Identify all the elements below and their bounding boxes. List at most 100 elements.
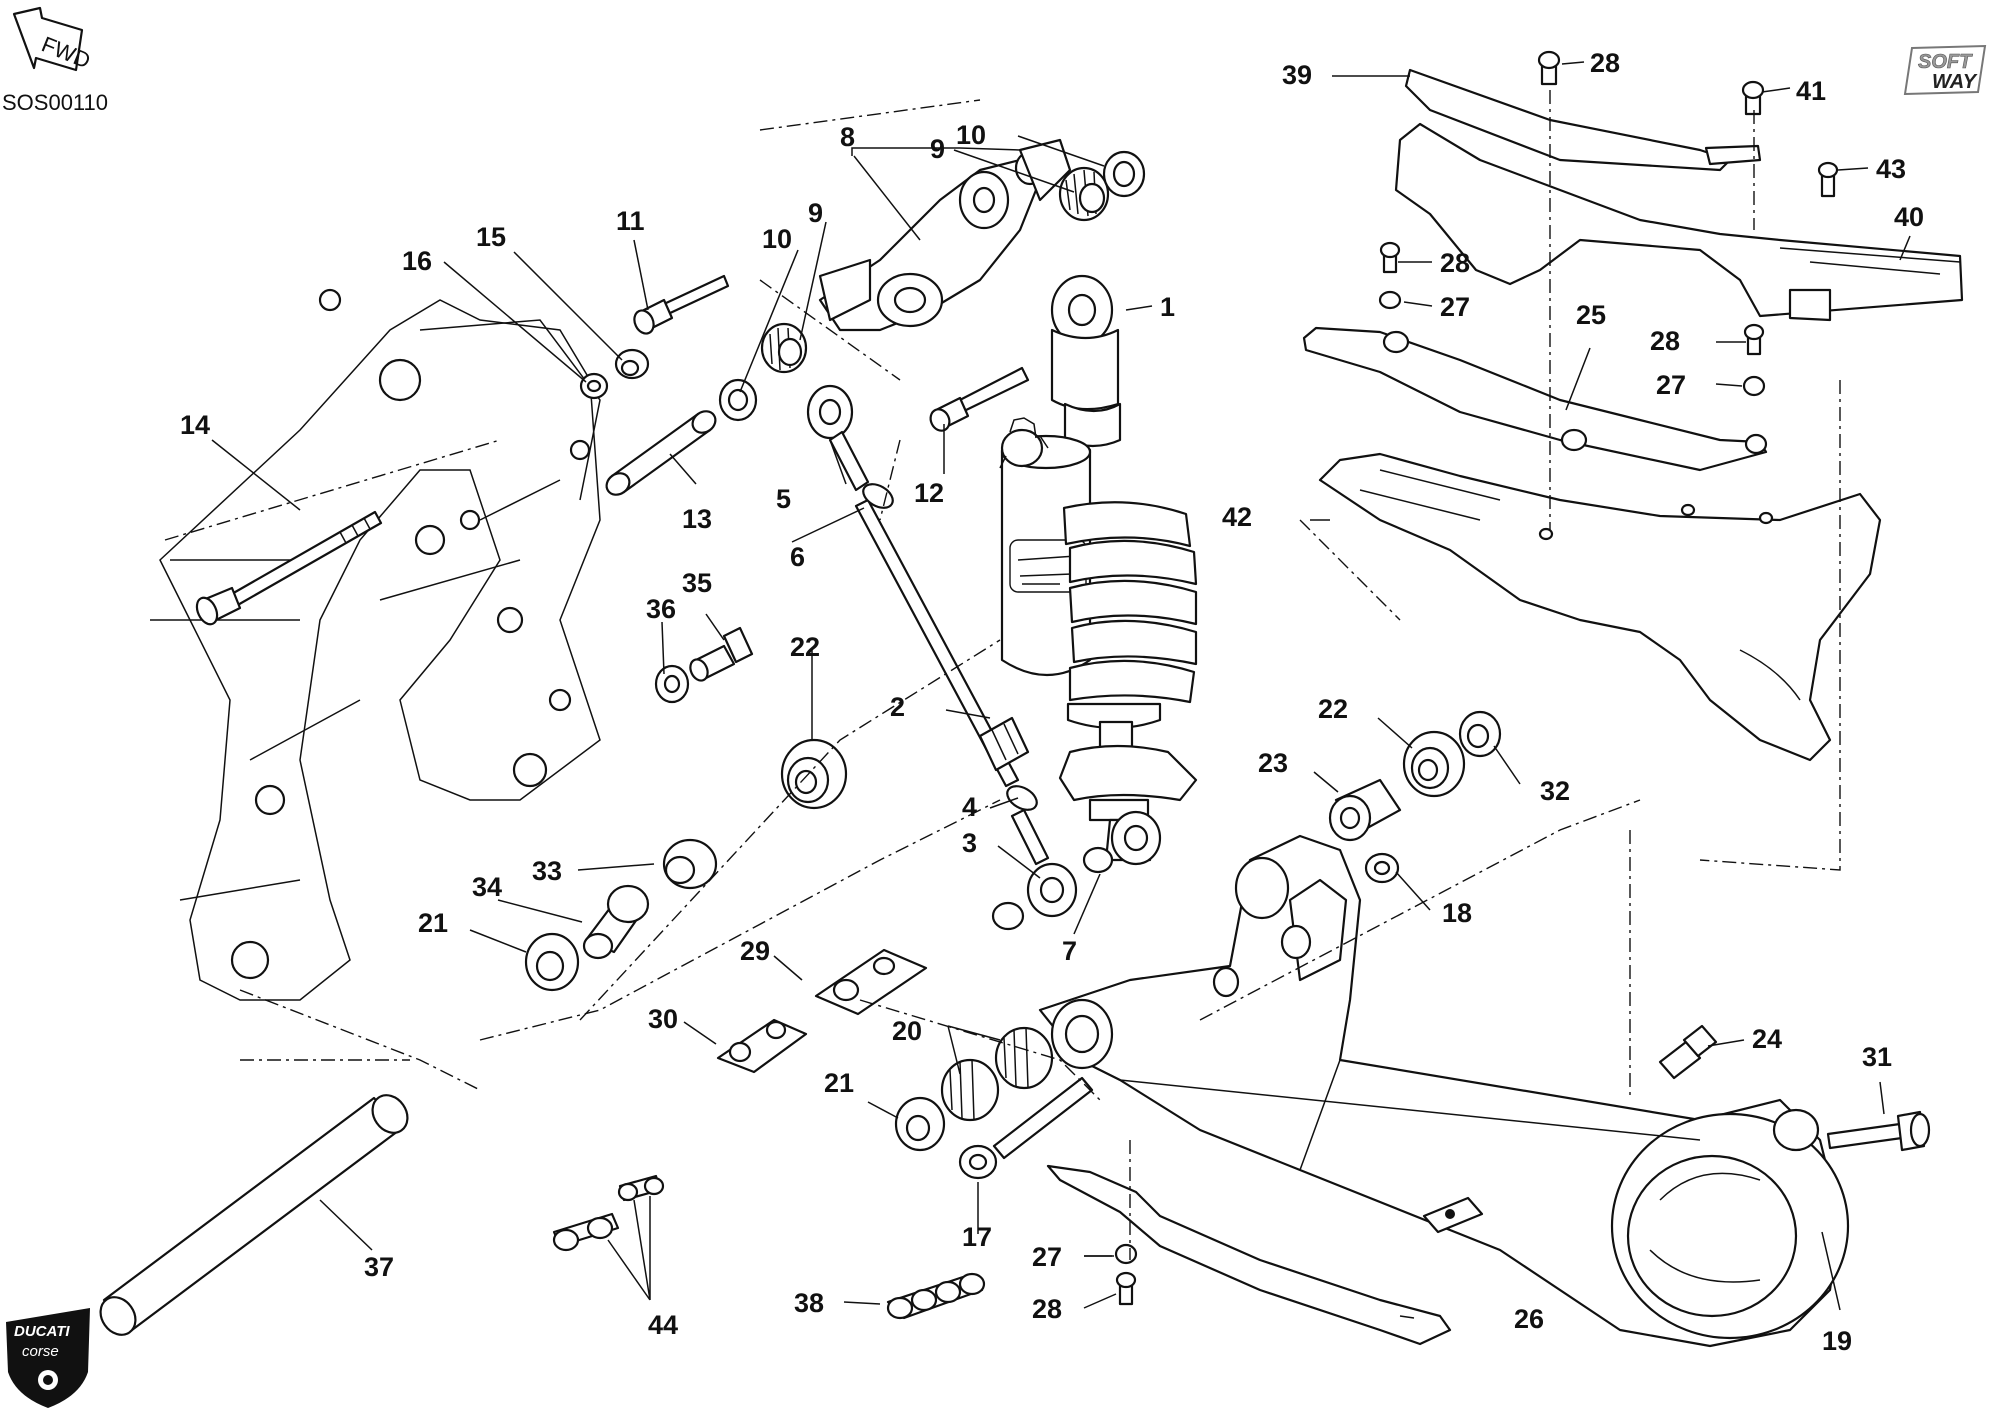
swingarm-19 — [1038, 834, 1850, 1348]
forward-direction-arrow: FWD — [12, 6, 94, 73]
callout-29: 29 — [740, 936, 770, 966]
callout-10-upper: 10 — [956, 120, 986, 150]
chain-slider-26 — [1046, 1164, 1452, 1346]
callout-43: 43 — [1876, 154, 1906, 184]
bolt-31 — [1826, 1110, 1931, 1152]
callout-28-bottom: 28 — [1032, 1294, 1062, 1324]
frame-outline — [150, 288, 601, 1001]
assembly-boundary-lines — [239, 90, 1841, 1260]
washer-16 — [579, 372, 609, 400]
callout-24: 24 — [1752, 1024, 1782, 1054]
callout-36: 36 — [646, 594, 676, 624]
callout-9-upper: 9 — [930, 134, 945, 164]
callout-31: 31 — [1862, 1042, 1892, 1072]
spacer-33 — [662, 838, 718, 890]
callout-27-right: 27 — [1656, 370, 1686, 400]
callout-35: 35 — [682, 568, 712, 598]
callout-5: 5 — [776, 484, 791, 514]
callout-2: 2 — [890, 692, 905, 722]
bearing-22-right — [1402, 730, 1466, 798]
callout-28-right: 28 — [1650, 326, 1680, 356]
seal-21-right — [894, 1096, 946, 1152]
softway-logo-bottom: WAY — [1932, 71, 1978, 93]
callout-21-left: 21 — [418, 908, 448, 938]
softway-logo: SOFT WAY — [1903, 44, 1987, 96]
bush-23 — [1328, 778, 1402, 842]
drawing-code: SOS00110 — [2, 90, 108, 115]
callout-44: 44 — [648, 1310, 678, 1340]
callout-1: 1 — [1160, 292, 1175, 322]
chain-slider-29 — [814, 948, 928, 1016]
callout-22-left: 22 — [790, 632, 820, 662]
callout-19: 19 — [1822, 1326, 1852, 1356]
callout-10-lower: 10 — [762, 224, 792, 254]
pivot-shaft-37 — [99, 1094, 409, 1336]
chain-guard-39 — [1404, 68, 1762, 172]
callout-27-bottom: 27 — [1032, 1242, 1062, 1272]
callout-25: 25 — [1576, 300, 1606, 330]
bolt-41 — [1741, 80, 1765, 116]
chain-link-44 — [552, 1174, 665, 1252]
washer-27-right — [1742, 375, 1766, 397]
callout-17: 17 — [962, 1222, 992, 1252]
bush-15 — [614, 348, 650, 380]
callout-32: 32 — [1540, 776, 1570, 806]
bolt-28-top — [1537, 50, 1561, 86]
chain-plate-25 — [1302, 326, 1768, 472]
softway-logo-top: SOFT — [1918, 51, 1973, 73]
callout-18: 18 — [1442, 898, 1472, 928]
shock-absorber-1 — [999, 274, 1198, 866]
bolt-28-right — [1743, 323, 1765, 356]
callout-14: 14 — [180, 410, 210, 440]
rocker-8 — [818, 138, 1072, 332]
bolt-14 — [195, 510, 383, 626]
washer-36 — [654, 664, 690, 704]
ducati-corse-badge: DUCATI corse — [6, 1308, 90, 1408]
callout-27-mid: 27 — [1440, 292, 1470, 322]
callout-6: 6 — [790, 542, 805, 572]
needle-bearings-20 — [940, 1026, 1054, 1122]
callout-33: 33 — [532, 856, 562, 886]
callout-39: 39 — [1282, 60, 1312, 90]
callout-23: 23 — [1258, 748, 1288, 778]
spacer-18 — [1364, 852, 1400, 884]
callout-42: 42 — [1222, 502, 1252, 532]
callout-34: 34 — [472, 872, 502, 902]
nut-4 — [1006, 785, 1038, 811]
callout-37: 37 — [364, 1252, 394, 1282]
callout-40: 40 — [1894, 202, 1924, 232]
washer-27-bottom — [1114, 1243, 1138, 1265]
spacer-32 — [1458, 710, 1502, 758]
bolt-35 — [689, 626, 754, 682]
nut-6 — [862, 483, 894, 509]
callout-9-lower: 9 — [808, 198, 823, 228]
callout-12: 12 — [914, 478, 944, 508]
seal-10-upper — [1102, 150, 1146, 198]
tie-rod-2 — [854, 498, 1030, 788]
callout-28-mid: 28 — [1440, 248, 1470, 278]
callout-8: 8 — [840, 122, 855, 152]
seal-21-left — [524, 932, 580, 992]
spacer-13 — [605, 410, 717, 496]
callout-38: 38 — [794, 1288, 824, 1318]
bolt-11 — [633, 274, 730, 335]
stud-24 — [1658, 1024, 1718, 1080]
ducati-badge-text: DUCATI — [14, 1323, 70, 1340]
chain-guard-40 — [1394, 122, 1964, 322]
callout-21-right: 21 — [824, 1068, 854, 1098]
chain-38 — [886, 1272, 986, 1320]
bearing-9-lower — [760, 322, 808, 374]
corse-badge-text: corse — [22, 1343, 59, 1360]
rod-end-3 — [1010, 808, 1078, 918]
callout-26: 26 — [1514, 1304, 1544, 1334]
rod-end-5 — [806, 384, 870, 492]
callout-labels: 1 2 3 4 5 6 7 8 9 9 10 10 11 12 13 14 15… — [180, 48, 1924, 1356]
spacer-7 — [991, 846, 1114, 931]
callout-22-right: 22 — [1318, 694, 1348, 724]
bolt-43 — [1817, 161, 1839, 198]
callout-4: 4 — [962, 792, 977, 822]
bolt-28-mid — [1379, 241, 1401, 274]
callout-28-top: 28 — [1590, 48, 1620, 78]
rear-hugger-42 — [1318, 452, 1882, 762]
